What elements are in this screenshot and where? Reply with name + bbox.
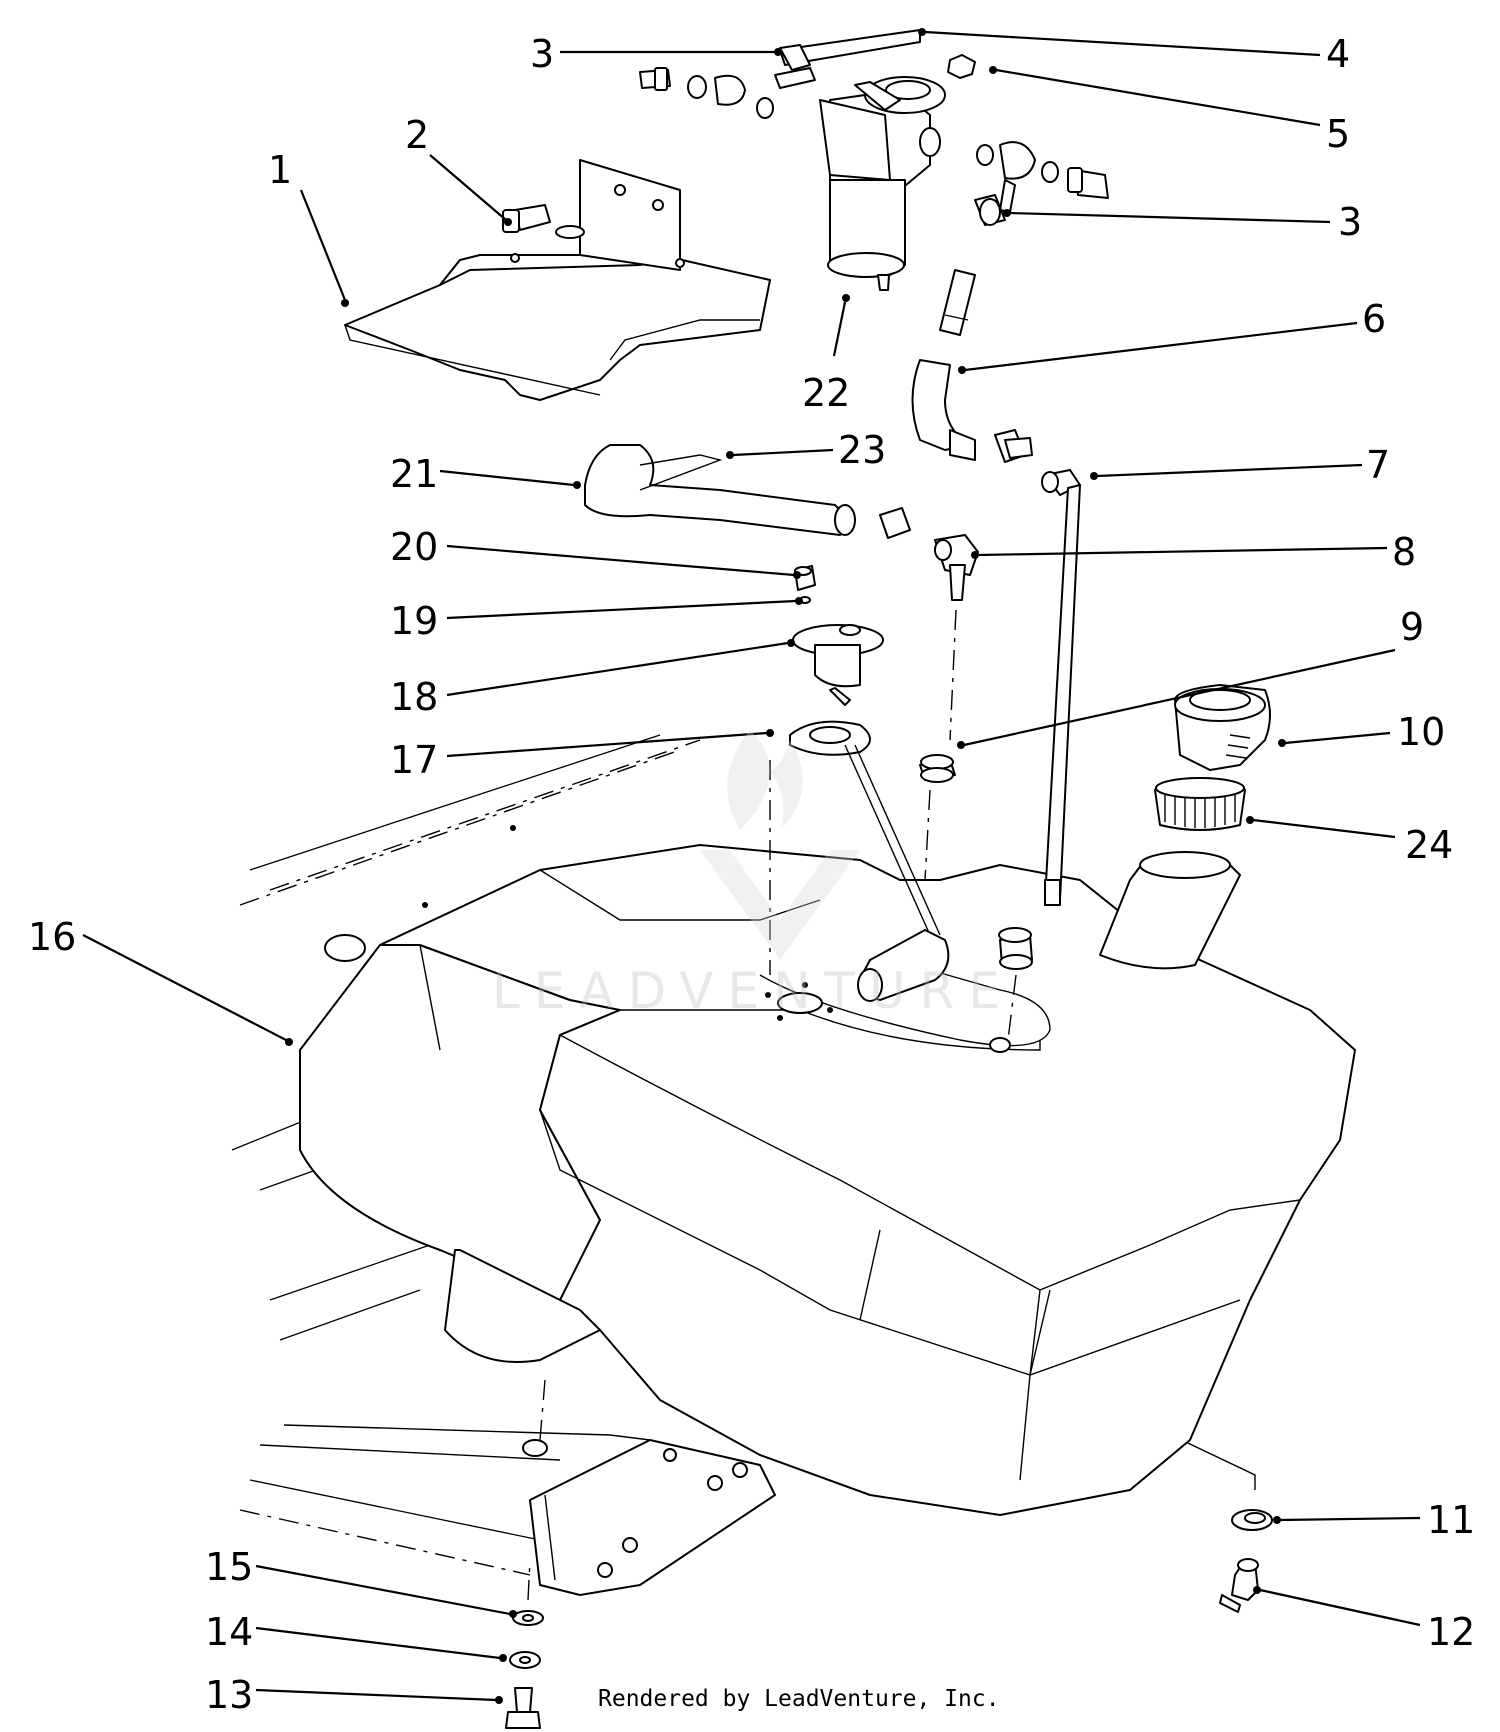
frame-lines — [231, 734, 1256, 1576]
watermark: LEADVENTURE — [492, 730, 1014, 1020]
watermark-text: LEADVENTURE — [492, 962, 1014, 1020]
grommet-9 — [919, 754, 956, 881]
fuel-hose-6 — [911, 269, 1081, 906]
callout-5: 5 — [1326, 112, 1350, 156]
callout-20: 20 — [390, 525, 438, 569]
callout-6: 6 — [1362, 297, 1386, 341]
fuel-filter — [819, 76, 946, 291]
strainer-24 — [1154, 777, 1246, 831]
callout-1: 1 — [268, 148, 292, 192]
frame-slot — [324, 934, 366, 962]
filter-fittings — [639, 29, 1109, 226]
callout-22: 22 — [802, 371, 850, 415]
fuel-tank — [299, 825, 1356, 1516]
render-credit: Rendered by LeadVenture, Inc. — [598, 1686, 1000, 1712]
callout-12: 12 — [1427, 1610, 1475, 1654]
fuel-sender — [769, 565, 950, 1002]
callout-16: 16 — [28, 915, 76, 959]
vent-hose-21 — [584, 444, 979, 741]
callout-17: 17 — [390, 738, 438, 782]
callout-7: 7 — [1366, 443, 1390, 487]
callout-4: 4 — [1326, 32, 1350, 76]
fastener-12 — [1219, 1558, 1259, 1613]
callout-24: 24 — [1405, 823, 1453, 867]
leader-lines — [82, 28, 1421, 1704]
callout-18: 18 — [390, 675, 438, 719]
bolt-stack — [505, 1559, 544, 1729]
mounting-plate — [344, 159, 771, 401]
callout-19: 19 — [390, 599, 438, 643]
callout-21: 21 — [390, 452, 438, 496]
callout-3-right: 3 — [1338, 200, 1362, 244]
clip-11 — [1231, 1509, 1273, 1531]
callout-2: 2 — [405, 113, 429, 157]
callout-13: 13 — [205, 1673, 253, 1717]
grommet-standpipe — [998, 927, 1033, 1041]
fuel-cap-10 — [1174, 684, 1271, 771]
callout-3-top: 3 — [530, 32, 554, 76]
callout-14: 14 — [205, 1610, 253, 1654]
callout-labels: 1 2 3 4 5 3 6 7 8 9 10 24 22 23 21 20 19… — [28, 32, 1475, 1717]
callout-10: 10 — [1397, 710, 1445, 754]
callout-8: 8 — [1392, 530, 1416, 574]
callout-15: 15 — [205, 1545, 253, 1589]
callout-9: 9 — [1400, 605, 1424, 649]
callout-23: 23 — [838, 428, 886, 472]
callout-11: 11 — [1427, 1498, 1475, 1542]
tank-mount-bracket — [522, 1379, 776, 1596]
